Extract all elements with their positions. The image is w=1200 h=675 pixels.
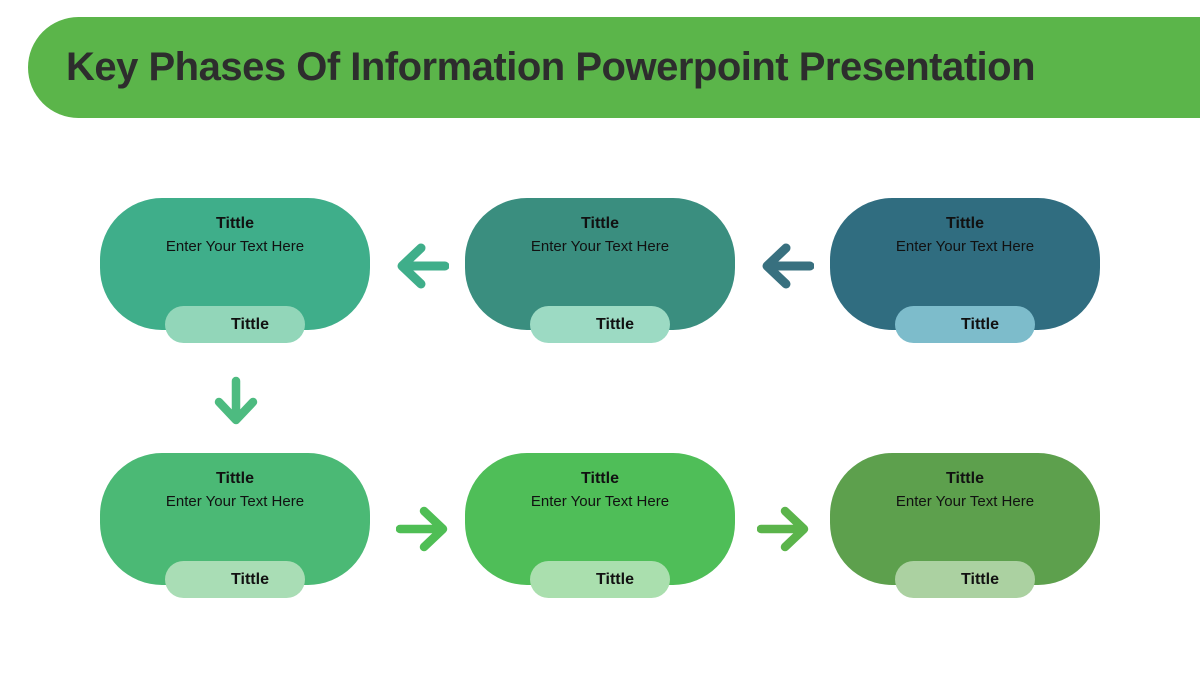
- phase-card-top-2[interactable]: Tittle Enter Your Text Here Tittle: [465, 198, 735, 343]
- page-title: Key Phases Of Information Powerpoint Pre…: [66, 45, 1036, 89]
- phase-body: Enter Your Text Here: [895, 238, 1035, 255]
- title-banner: Key Phases Of Information Powerpoint Pre…: [28, 17, 1200, 118]
- badge-label: Tittle: [596, 570, 634, 588]
- phase-card-bottom-3[interactable]: Tittle Enter Your Text Here Tittle: [830, 453, 1100, 598]
- right-arrow-icon: [396, 506, 448, 552]
- right-arrow-icon: [757, 506, 809, 552]
- phase-title: Tittle: [581, 470, 619, 487]
- down-arrow-icon: [214, 376, 258, 425]
- flow-arrow-top-2: [758, 240, 814, 292]
- phase-body: Enter Your Text Here: [895, 493, 1035, 510]
- phase-card-bottom-1[interactable]: Tittle Enter Your Text Here Tittle: [100, 453, 370, 598]
- flow-arrow-bottom-2: [757, 503, 813, 555]
- badge-label: Tittle: [596, 315, 634, 333]
- badge-label: Tittle: [231, 315, 269, 333]
- flow-arrow-top-1: [393, 240, 449, 292]
- phase-badge[interactable]: Tittle: [530, 561, 670, 598]
- phase-title: Tittle: [946, 215, 984, 232]
- phase-body: Enter Your Text Here: [530, 493, 670, 510]
- phase-badge[interactable]: Tittle: [165, 306, 305, 343]
- phase-card-top-3[interactable]: Tittle Enter Your Text Here Tittle: [830, 198, 1100, 343]
- badge-label: Tittle: [231, 570, 269, 588]
- badge-label: Tittle: [961, 315, 999, 333]
- phase-title: Tittle: [946, 470, 984, 487]
- phase-badge[interactable]: Tittle: [165, 561, 305, 598]
- left-arrow-icon: [397, 243, 449, 289]
- phase-title: Tittle: [581, 215, 619, 232]
- left-arrow-icon: [762, 243, 814, 289]
- phase-body: Enter Your Text Here: [530, 238, 670, 255]
- phase-badge[interactable]: Tittle: [895, 306, 1035, 343]
- phase-card-bottom-2[interactable]: Tittle Enter Your Text Here Tittle: [465, 453, 735, 598]
- badge-label: Tittle: [961, 570, 999, 588]
- phase-body: Enter Your Text Here: [165, 493, 305, 510]
- flow-arrow-bottom-1: [396, 503, 452, 555]
- phase-badge[interactable]: Tittle: [895, 561, 1035, 598]
- phase-card-top-1[interactable]: Tittle Enter Your Text Here Tittle: [100, 198, 370, 343]
- phase-body: Enter Your Text Here: [165, 238, 305, 255]
- phase-badge[interactable]: Tittle: [530, 306, 670, 343]
- flow-arrow-down: [212, 376, 260, 426]
- phase-title: Tittle: [216, 215, 254, 232]
- phase-title: Tittle: [216, 470, 254, 487]
